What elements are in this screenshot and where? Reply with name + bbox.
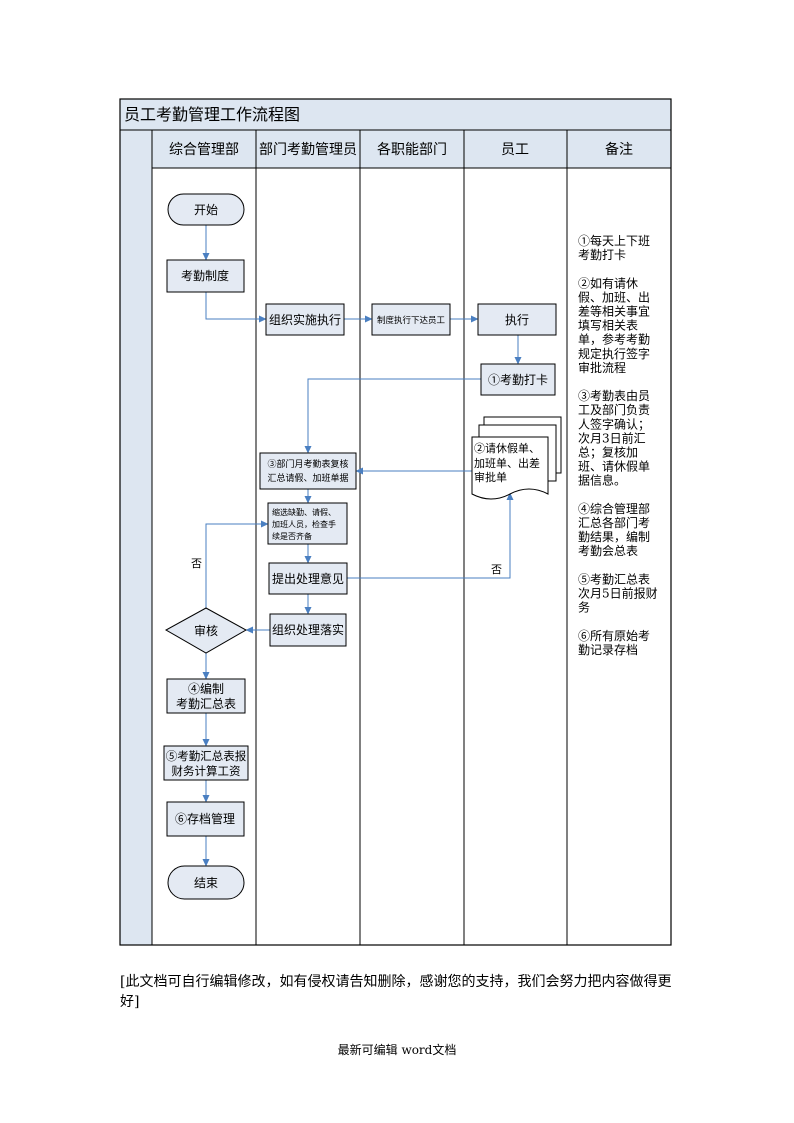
report-line: 财务计算工资 bbox=[172, 764, 241, 778]
execute-label: 执行 bbox=[505, 313, 529, 327]
clock-in-box bbox=[480, 363, 556, 396]
connector-propose-doc bbox=[347, 492, 514, 579]
note-line: ③考勤表由员 bbox=[578, 389, 650, 403]
report-line: ⑤考勤汇总表报 bbox=[166, 749, 247, 763]
side-strip bbox=[119, 129, 153, 946]
lane-header: 员工 bbox=[501, 142, 529, 158]
note-line: 据信息。 bbox=[578, 473, 626, 488]
title-bar bbox=[119, 98, 672, 131]
note-line: 勤结果，编制 bbox=[578, 529, 650, 544]
note-line: ②如有请休 bbox=[578, 275, 638, 290]
note-line: 差等相关事宜 bbox=[578, 304, 650, 319]
footer-bottom: 最新可编辑 word文档 bbox=[337, 1043, 457, 1057]
connector-policy-organize bbox=[205, 292, 267, 323]
dept-monthly-line: 汇总请假、加班单据 bbox=[267, 472, 348, 484]
note-line: ④综合管理部 bbox=[578, 501, 650, 516]
organize-implement-label: 组织实施执行 bbox=[269, 312, 341, 327]
distribute-box bbox=[371, 303, 451, 336]
note-line: 填写相关表 bbox=[578, 319, 638, 333]
execute-box bbox=[477, 303, 557, 336]
diagram-title: 员工考勤管理工作流程图 bbox=[124, 105, 300, 124]
connector-clockin-dept bbox=[304, 378, 481, 454]
note-line: 单，参考考勤 bbox=[578, 332, 650, 347]
edge-label-no: 否 bbox=[191, 557, 202, 570]
compile-line: 考勤汇总表 bbox=[176, 697, 236, 711]
report-box bbox=[163, 745, 249, 781]
start-terminator bbox=[167, 193, 245, 226]
note-line: 次月5日前报财 bbox=[578, 586, 658, 601]
propose-opinion-box bbox=[268, 562, 348, 595]
dept-monthly-line: ③部门月考勤表复核 bbox=[267, 458, 348, 470]
start-label: 开始 bbox=[194, 203, 218, 217]
leave-doc-line: ②请休假单、 bbox=[474, 441, 540, 455]
note-line: 次月3日前汇 bbox=[578, 430, 646, 445]
note-line: ⑤考勤汇总表 bbox=[578, 572, 650, 586]
note-line: ①每天上下班 bbox=[578, 233, 650, 248]
dept-monthly-box bbox=[259, 452, 357, 490]
note-line: 工及部门负责 bbox=[578, 402, 650, 417]
note-line: 人签字确认； bbox=[578, 416, 650, 431]
footer-note: [此文档可自行编辑修改，如有侵权请告知删除，感谢您的支持，我们会努力把内容做得更… bbox=[120, 974, 672, 1010]
check-absence-line: 缩选缺勤、请假、 bbox=[272, 507, 336, 517]
review-diamond bbox=[164, 607, 248, 654]
review-label: 审核 bbox=[194, 623, 218, 638]
organize-handle-label: 组织处理落实 bbox=[272, 622, 344, 637]
end-terminator bbox=[167, 865, 245, 900]
note-line: 班、请休假单 bbox=[578, 460, 650, 474]
leave-document-stack bbox=[471, 416, 562, 500]
attendance-policy-label: 考勤制度 bbox=[181, 268, 229, 283]
organize-implement-box bbox=[265, 303, 345, 336]
lane-header: 综合管理部 bbox=[169, 142, 239, 158]
check-absence-box bbox=[267, 502, 348, 545]
connector-review-reject bbox=[205, 520, 269, 608]
note-line: 规定执行签字 bbox=[578, 346, 650, 361]
compile-box bbox=[166, 678, 246, 714]
header-row bbox=[119, 129, 672, 169]
leave-doc-line: 审批单 bbox=[474, 470, 507, 484]
note-line: 审批流程 bbox=[578, 360, 626, 375]
note-line: 考勤打卡 bbox=[578, 248, 626, 262]
attendance-policy-box bbox=[166, 259, 245, 293]
note-line: ⑥所有原始考 bbox=[578, 629, 650, 643]
leave-doc-line: 加班单、出差 bbox=[474, 456, 540, 470]
lane-header: 部门考勤管理员 bbox=[259, 142, 357, 158]
document-front bbox=[471, 436, 549, 500]
note-line: 总；复核加 bbox=[578, 446, 638, 460]
archive-label: ⑥存档管理 bbox=[175, 811, 235, 826]
clock-in-label: ①考勤打卡 bbox=[488, 373, 548, 387]
distribute-label: 制度执行下达员工 bbox=[377, 315, 446, 326]
note-line: 假、加班、出 bbox=[578, 290, 650, 304]
lane-header: 各职能部门 bbox=[377, 142, 447, 158]
compile-line: ④编制 bbox=[188, 681, 224, 696]
archive-box bbox=[166, 801, 245, 837]
propose-opinion-label: 提出处理意见 bbox=[272, 571, 344, 586]
note-line: 汇总各部门考 bbox=[578, 515, 650, 530]
note-line: 考勤会总表 bbox=[578, 544, 638, 558]
check-absence-line: 加班人员，检查手 bbox=[272, 519, 336, 529]
lane-header: 备注 bbox=[605, 141, 633, 158]
note-line: 勤记录存档 bbox=[578, 643, 638, 657]
table-outline bbox=[119, 98, 672, 946]
end-label: 结束 bbox=[194, 876, 218, 890]
edge-label-no: 否 bbox=[491, 563, 502, 576]
organize-handle-box bbox=[269, 613, 347, 647]
check-absence-line: 续是否齐备 bbox=[272, 531, 312, 541]
note-line: 务 bbox=[578, 600, 590, 615]
